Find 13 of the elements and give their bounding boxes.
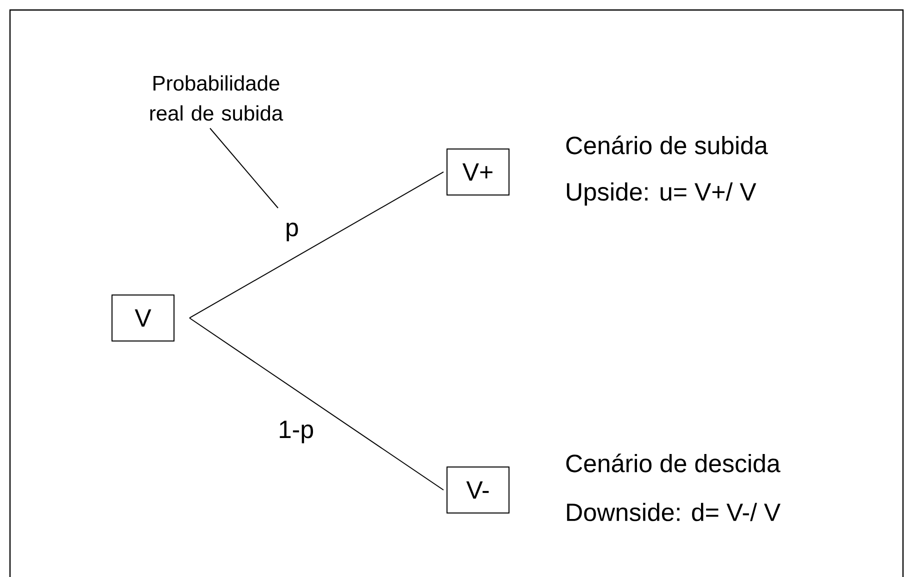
scenario-text: Cenário de descida [566, 454, 780, 472]
value-box: V- [446, 466, 510, 514]
scenario-text: Cenário de subida [566, 136, 768, 154]
value-box: V+ [446, 148, 510, 196]
branch-line [189, 318, 444, 490]
probability-note: Probabilidade real de subida [150, 75, 284, 121]
edge-label: 1-p [276, 418, 316, 446]
scenario-text: Downside: d= V-/ V [567, 502, 780, 522]
leader-line [210, 128, 278, 208]
value-box: V [112, 294, 174, 342]
scenario-text: Upside: u= V+/ V [566, 182, 756, 206]
branch-line [189, 172, 444, 318]
edge-label: p [283, 220, 301, 244]
